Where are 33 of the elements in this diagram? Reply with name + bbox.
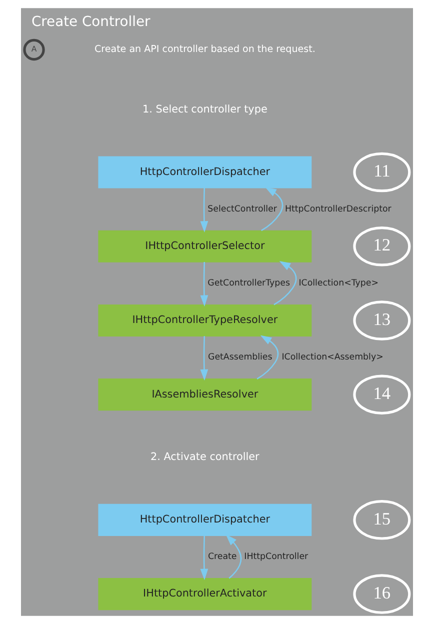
arrow bbox=[256, 335, 279, 380]
node-box: HttpControllerDispatcher bbox=[98, 504, 312, 536]
node-circle: A bbox=[23, 38, 45, 61]
node-box: IHttpControllerSelector bbox=[98, 230, 312, 262]
node-box: IHttpControllerTypeResolver bbox=[98, 304, 312, 337]
node-ellipse: 11 bbox=[353, 152, 411, 192]
node-ellipse: 15 bbox=[353, 500, 411, 540]
edge-label: IHttpController bbox=[244, 552, 308, 562]
diagram-title: Create Controller bbox=[31, 14, 150, 30]
node-box: IAssembliesResolver bbox=[98, 378, 312, 411]
edge-label: HttpControllerDescriptor bbox=[285, 204, 392, 214]
arrow bbox=[226, 534, 242, 579]
arrow bbox=[200, 336, 208, 381]
arrow bbox=[274, 261, 297, 306]
node-ellipse: 16 bbox=[353, 574, 411, 614]
label: 2. Activate controller bbox=[150, 450, 260, 463]
edge-label: SelectController bbox=[208, 204, 277, 214]
edge-label: GetAssemblies bbox=[208, 352, 272, 363]
arrow bbox=[261, 187, 284, 232]
label: Create an API controller based on the request. bbox=[94, 44, 316, 56]
node-ellipse: 12 bbox=[353, 226, 411, 266]
arrow bbox=[200, 262, 208, 307]
node-ellipse: 14 bbox=[353, 374, 411, 414]
edge-label: ICollection<Type> bbox=[298, 278, 378, 289]
arrow bbox=[200, 536, 208, 580]
edge-label: Create bbox=[208, 552, 237, 562]
node-box: HttpControllerDispatcher bbox=[98, 156, 312, 188]
arrow bbox=[200, 188, 208, 232]
node-ellipse: 13 bbox=[353, 300, 411, 340]
node-box: IHttpControllerActivator bbox=[98, 578, 312, 610]
label: 1. Select controller type bbox=[142, 103, 268, 116]
edge-label: GetControllerTypes bbox=[208, 278, 290, 289]
edge-label: ICollection<Assembly> bbox=[282, 352, 384, 363]
